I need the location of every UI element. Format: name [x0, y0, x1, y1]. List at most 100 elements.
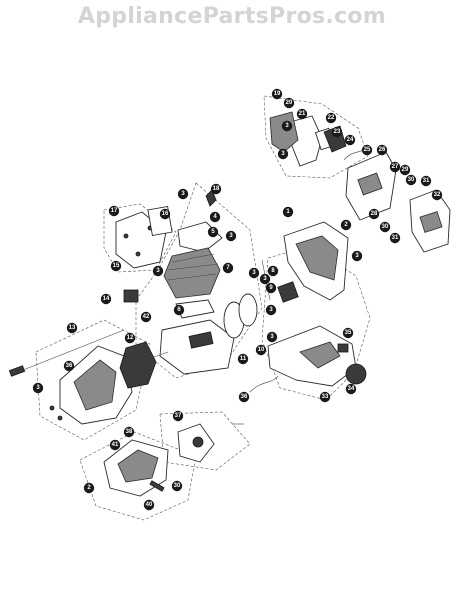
part-callout: 30	[379, 221, 391, 233]
throttle-trigger	[149, 480, 165, 492]
callout-number: 3	[252, 270, 256, 276]
callout-bubble	[399, 164, 411, 176]
callout-number: 10	[258, 347, 265, 353]
callout-bubble	[368, 208, 380, 220]
part-callout: 1	[282, 206, 294, 218]
part-callout: 26	[376, 144, 388, 156]
watermark-text: AppliancePartsPros.com	[77, 4, 387, 29]
callout-number: 3	[270, 334, 274, 340]
callout-number: 7	[226, 265, 230, 271]
housing-assembly	[249, 221, 367, 393]
callout-bubble	[325, 112, 337, 124]
ignition-coil	[123, 289, 139, 303]
callout-bubble	[282, 206, 294, 218]
callout-number: 23	[334, 129, 341, 135]
part-callout: 13	[66, 322, 78, 334]
callout-bubble	[63, 360, 75, 372]
callout-bubble	[344, 134, 356, 146]
part-callout: 42	[140, 311, 152, 323]
part-callout: 29	[399, 164, 411, 176]
outline-muffler-group	[263, 95, 369, 179]
part-callout: 23	[331, 126, 343, 138]
part-callout: 2	[340, 219, 352, 231]
callout-number: 2	[87, 485, 91, 491]
callout-number: 18	[213, 186, 220, 192]
callout-number: 24	[347, 137, 354, 143]
part-callout: 3	[152, 265, 164, 277]
part-callout: 34	[345, 383, 357, 395]
cover-screw	[123, 233, 129, 239]
callout-number: 14	[103, 296, 110, 302]
part-callout: 7	[222, 262, 234, 274]
callout-bubble	[209, 211, 221, 223]
part-callout: 2	[83, 482, 95, 494]
part-callout: 32	[431, 189, 443, 201]
callout-bubble	[143, 499, 155, 511]
part-callout: 40	[143, 499, 155, 511]
callout-number: 8	[271, 268, 275, 274]
part-callout: 22	[325, 112, 337, 124]
callout-number: 3	[181, 191, 185, 197]
callout-bubble	[222, 262, 234, 274]
callout-number: 3	[269, 307, 273, 313]
rope-handle	[8, 365, 26, 377]
part-callout: 3	[248, 267, 260, 279]
part-callout: 20	[283, 97, 295, 109]
part-callout: 6	[173, 304, 185, 316]
part-callout: 3	[225, 230, 237, 242]
part-callout: 35	[342, 327, 354, 339]
part-callout: 33	[319, 391, 331, 403]
callout-number: 30	[174, 483, 181, 489]
callout-number: 25	[364, 147, 371, 153]
flywheel	[119, 341, 157, 389]
callout-number: 2	[344, 222, 348, 228]
cylinder-fin	[171, 253, 215, 263]
callout-number: 31	[423, 178, 430, 184]
part-callout: 3	[265, 304, 277, 316]
callout-number: 36	[241, 394, 248, 400]
part-callout: 3	[281, 120, 293, 132]
part-callout: 18	[210, 183, 222, 195]
callout-number: 17	[111, 208, 118, 214]
callout-number: 15	[113, 263, 120, 269]
recoil-screw	[49, 405, 55, 411]
callout-bubble	[281, 120, 293, 132]
spark-plug	[205, 189, 217, 207]
callout-number: 6	[177, 307, 181, 313]
part-callout: 3	[266, 331, 278, 343]
callout-number: 30	[382, 224, 389, 230]
callout-number: 1	[286, 209, 290, 215]
part-callout: 10	[255, 344, 267, 356]
callout-number: 34	[348, 386, 355, 392]
callout-bubble	[331, 126, 343, 138]
part-callout: 9	[265, 282, 277, 294]
callout-bubble	[140, 311, 152, 323]
callout-number: 5	[211, 229, 215, 235]
callout-number: 19	[274, 91, 281, 97]
callout-number: 13	[69, 325, 76, 331]
tank-grommet	[337, 343, 349, 353]
callout-number: 42	[143, 314, 150, 320]
callout-number: 3	[285, 123, 289, 129]
part-callout: 30	[405, 174, 417, 186]
callout-number: 37	[175, 413, 182, 419]
callout-number: 26	[379, 147, 386, 153]
callout-number: 36	[66, 363, 73, 369]
filter-cover-grille	[419, 211, 443, 233]
part-callout: 3	[277, 148, 289, 160]
callout-bubble	[259, 273, 271, 285]
callout-bubble	[159, 208, 171, 220]
callout-bubble	[420, 175, 432, 187]
part-callout: 25	[361, 144, 373, 156]
part-callout: 17	[108, 205, 120, 217]
air-filter-group	[115, 205, 173, 269]
part-callout: 3	[32, 382, 44, 394]
part-callout: 3	[259, 273, 271, 285]
callout-bubble	[110, 260, 122, 272]
callout-bubble	[32, 382, 44, 394]
callout-bubble	[342, 327, 354, 339]
callout-number: 20	[286, 100, 293, 106]
callout-bubble	[255, 344, 267, 356]
cylinder-fin	[167, 263, 219, 271]
